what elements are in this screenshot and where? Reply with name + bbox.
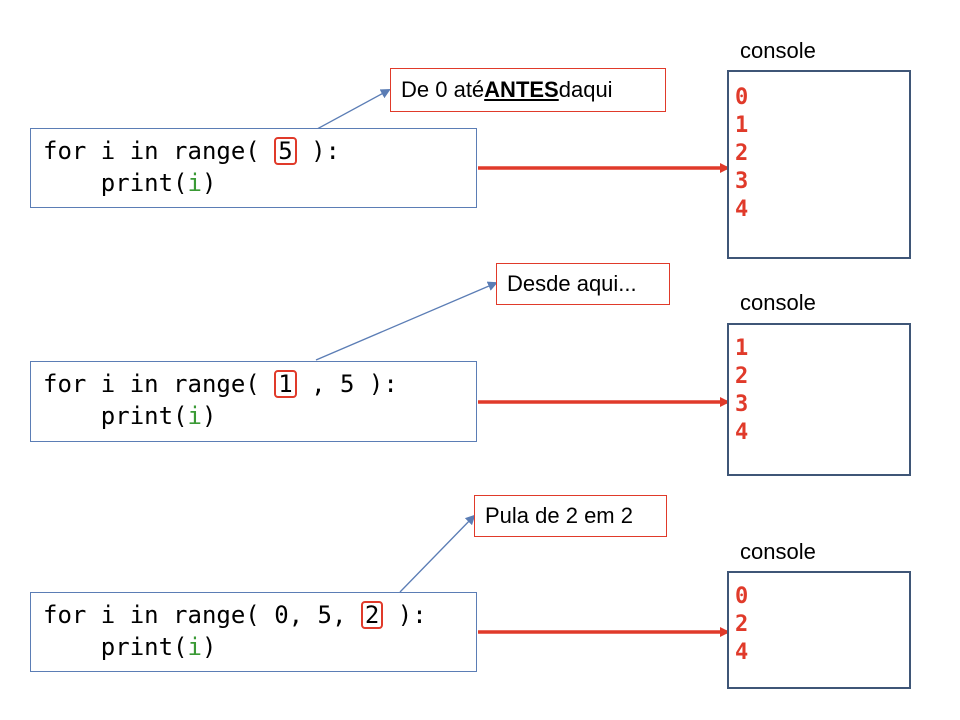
console-label-3: console	[740, 539, 816, 564]
console-output-line: 2	[735, 141, 749, 166]
code-line-print: print(i)	[100, 633, 217, 661]
console-output-line: 2	[735, 612, 749, 637]
console-label-1: console	[740, 38, 816, 63]
code-line-for: for i in range( 1 , 5 ):	[43, 370, 398, 398]
console-1: 0 1 2 3 4	[727, 70, 911, 259]
console-output-line: 2	[735, 364, 749, 389]
code-block-2: for i in range( 1 , 5 ): print(i)	[30, 361, 477, 442]
callout-3: Pula de 2 em 2	[474, 495, 667, 537]
code-line-print: print(i)	[100, 402, 217, 430]
callout-arrow-3	[399, 514, 476, 593]
console-3: 0 2 4	[727, 571, 911, 689]
console-label-2: console	[740, 290, 816, 315]
console-output-line: 1	[735, 336, 749, 361]
range-arg-highlight: 5	[274, 137, 297, 165]
code-block-3: for i in range( 0, 5, 2 ): print(i)	[30, 592, 477, 672]
code-line-for: for i in range( 0, 5, 2 ):	[43, 601, 427, 629]
console-output-line: 0	[735, 584, 749, 609]
callout-arrow-2	[315, 281, 498, 361]
console-output-line: 4	[735, 197, 749, 222]
console-output-line: 0	[735, 85, 749, 110]
console-output-line: 3	[735, 392, 749, 417]
range-arg-highlight: 2	[360, 601, 384, 629]
code-line-print: print(i)	[100, 169, 217, 197]
callout-1: De 0 até ANTES daqui	[390, 68, 666, 112]
console-output-line: 3	[735, 169, 749, 194]
code-line-for: for i in range( 5 ):	[43, 137, 340, 165]
console-output-line: 1	[735, 113, 749, 138]
code-block-1: for i in range( 5 ): print(i)	[30, 128, 477, 208]
callout-arrow-1	[305, 89, 391, 136]
console-output-line: 4	[735, 420, 749, 445]
callout-2: Desde aqui...	[496, 263, 670, 305]
console-2: 1 2 3 4	[727, 323, 911, 476]
console-output-line: 4	[735, 640, 749, 665]
range-arg-highlight: 1	[274, 370, 297, 398]
